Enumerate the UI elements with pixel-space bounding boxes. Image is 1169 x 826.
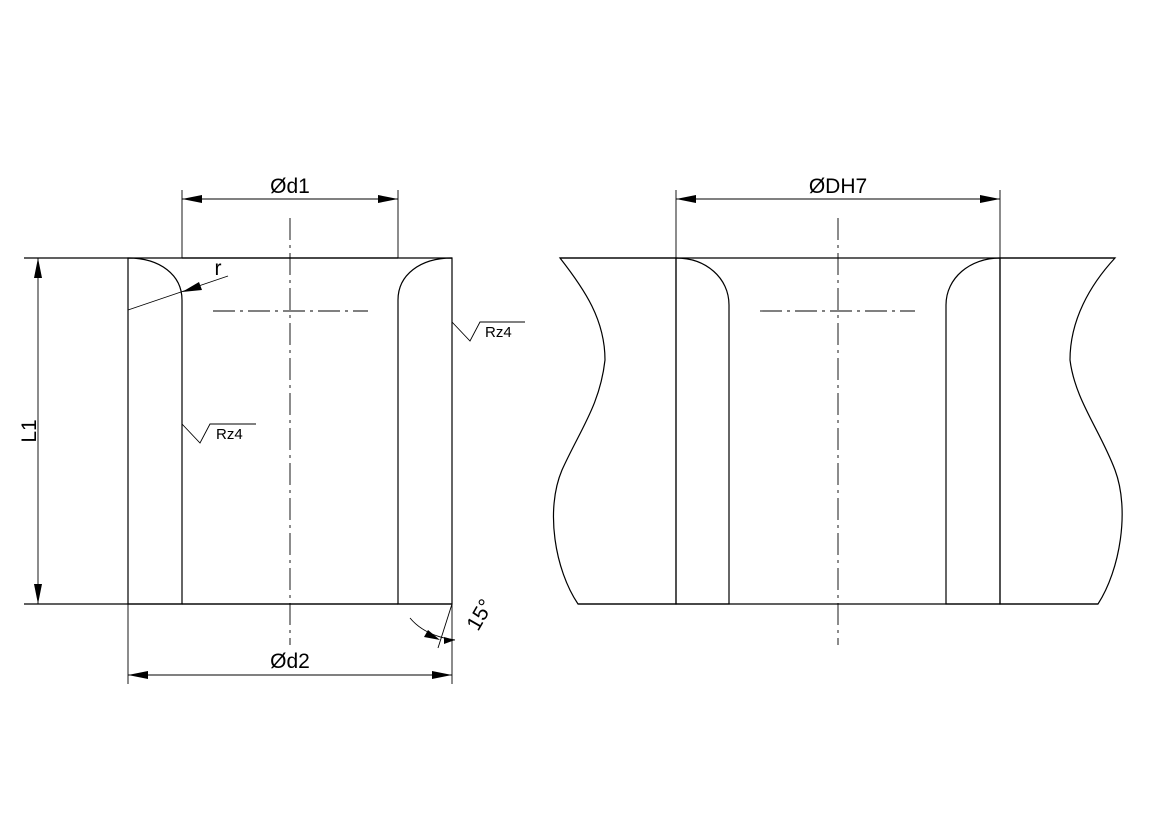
- bore-diameter-dimension: Ød1: [181, 175, 399, 258]
- chamfer-angle-label: 15°: [462, 595, 498, 634]
- length-dimension: L1: [18, 258, 42, 604]
- housing-bore-dimension: ØDH7: [675, 175, 1001, 258]
- surface-finish-inner-symbol: Rz4: [181, 423, 256, 444]
- radius-leader: r: [127, 257, 229, 311]
- chamfer-angle-dimension: 15°: [409, 595, 498, 649]
- housing-bore-label: ØDH7: [809, 175, 867, 198]
- installed-bushing-left-wall: [675, 257, 730, 605]
- surface-finish-outer-symbol: Rz4: [451, 321, 525, 342]
- surface-finish-outer-label: Rz4: [485, 324, 512, 341]
- surface-finish-inner-label: Rz4: [216, 426, 243, 443]
- housing-left-material: [552, 257, 677, 605]
- outer-diameter-dimension: Ød2: [127, 604, 453, 684]
- outer-diameter-label: Ød2: [270, 650, 310, 673]
- radius-label: r: [215, 257, 222, 280]
- installed-bushing-right-wall: [945, 257, 1001, 605]
- bore-diameter-label: Ød1: [270, 175, 310, 198]
- bushing-right-wall: [397, 257, 453, 605]
- housing-right-material: [999, 257, 1123, 605]
- bushing-left-wall: [127, 257, 183, 605]
- length-label: L1: [18, 419, 41, 442]
